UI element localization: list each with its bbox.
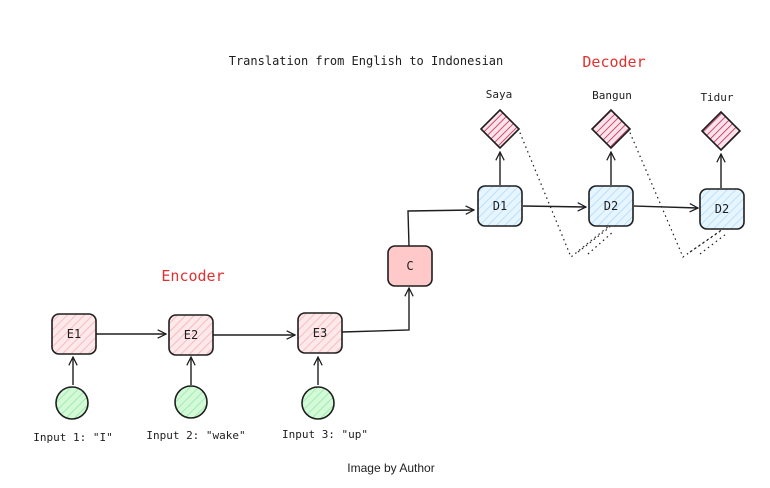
feedback-line-2b xyxy=(689,229,727,255)
output-diamond-1 xyxy=(479,108,521,150)
encoder-node-e1: E1 xyxy=(51,313,97,355)
arrow-d1-d2 xyxy=(522,206,586,207)
input-label-1: Input 1: "I" xyxy=(33,431,112,444)
decoder-node-d1-label: D1 xyxy=(493,199,507,213)
output-label-3: Tidur xyxy=(700,91,733,104)
output-diamond-2 xyxy=(590,108,632,150)
output-diamond-3 xyxy=(700,110,742,152)
decoder-node-d1: D1 xyxy=(477,185,523,227)
arrow-e3-c xyxy=(341,288,409,333)
encoder-node-e3-label: E3 xyxy=(313,326,327,340)
feedback-line-1 xyxy=(517,127,615,258)
feedback-line-1b xyxy=(577,226,615,255)
decoder-node-d3: D2 xyxy=(699,188,745,230)
feedback-line-2 xyxy=(627,127,728,258)
decoder-node-d3-label: D2 xyxy=(715,202,729,216)
decoder-node-d2-label: D2 xyxy=(604,199,618,213)
encoder-node-e2: E2 xyxy=(168,314,214,356)
image-caption: Image by Author xyxy=(347,461,434,475)
input-circle-3 xyxy=(301,386,335,420)
arrow-d2-d3 xyxy=(633,206,698,208)
context-node-c: C xyxy=(387,245,433,287)
encoder-node-e3: E3 xyxy=(297,312,343,354)
output-label-2: Bangun xyxy=(592,89,632,102)
arrow-c-d1 xyxy=(407,210,474,247)
encoder-node-e1-label: E1 xyxy=(67,327,81,341)
decoder-node-d2: D2 xyxy=(588,185,634,227)
input-label-2: Input 2: "wake" xyxy=(146,429,245,442)
encoder-label: Encoder xyxy=(161,267,224,285)
output-label-1: Saya xyxy=(486,88,513,101)
context-node-c-label: C xyxy=(406,259,413,273)
input-circle-2 xyxy=(174,385,208,419)
input-label-3: Input 3: "up" xyxy=(282,428,368,441)
decoder-label: Decoder xyxy=(582,53,645,71)
input-circle-1 xyxy=(55,386,89,420)
encoder-node-e2-label: E2 xyxy=(184,328,198,342)
diagram-title: Translation from English to Indonesian xyxy=(229,54,504,68)
